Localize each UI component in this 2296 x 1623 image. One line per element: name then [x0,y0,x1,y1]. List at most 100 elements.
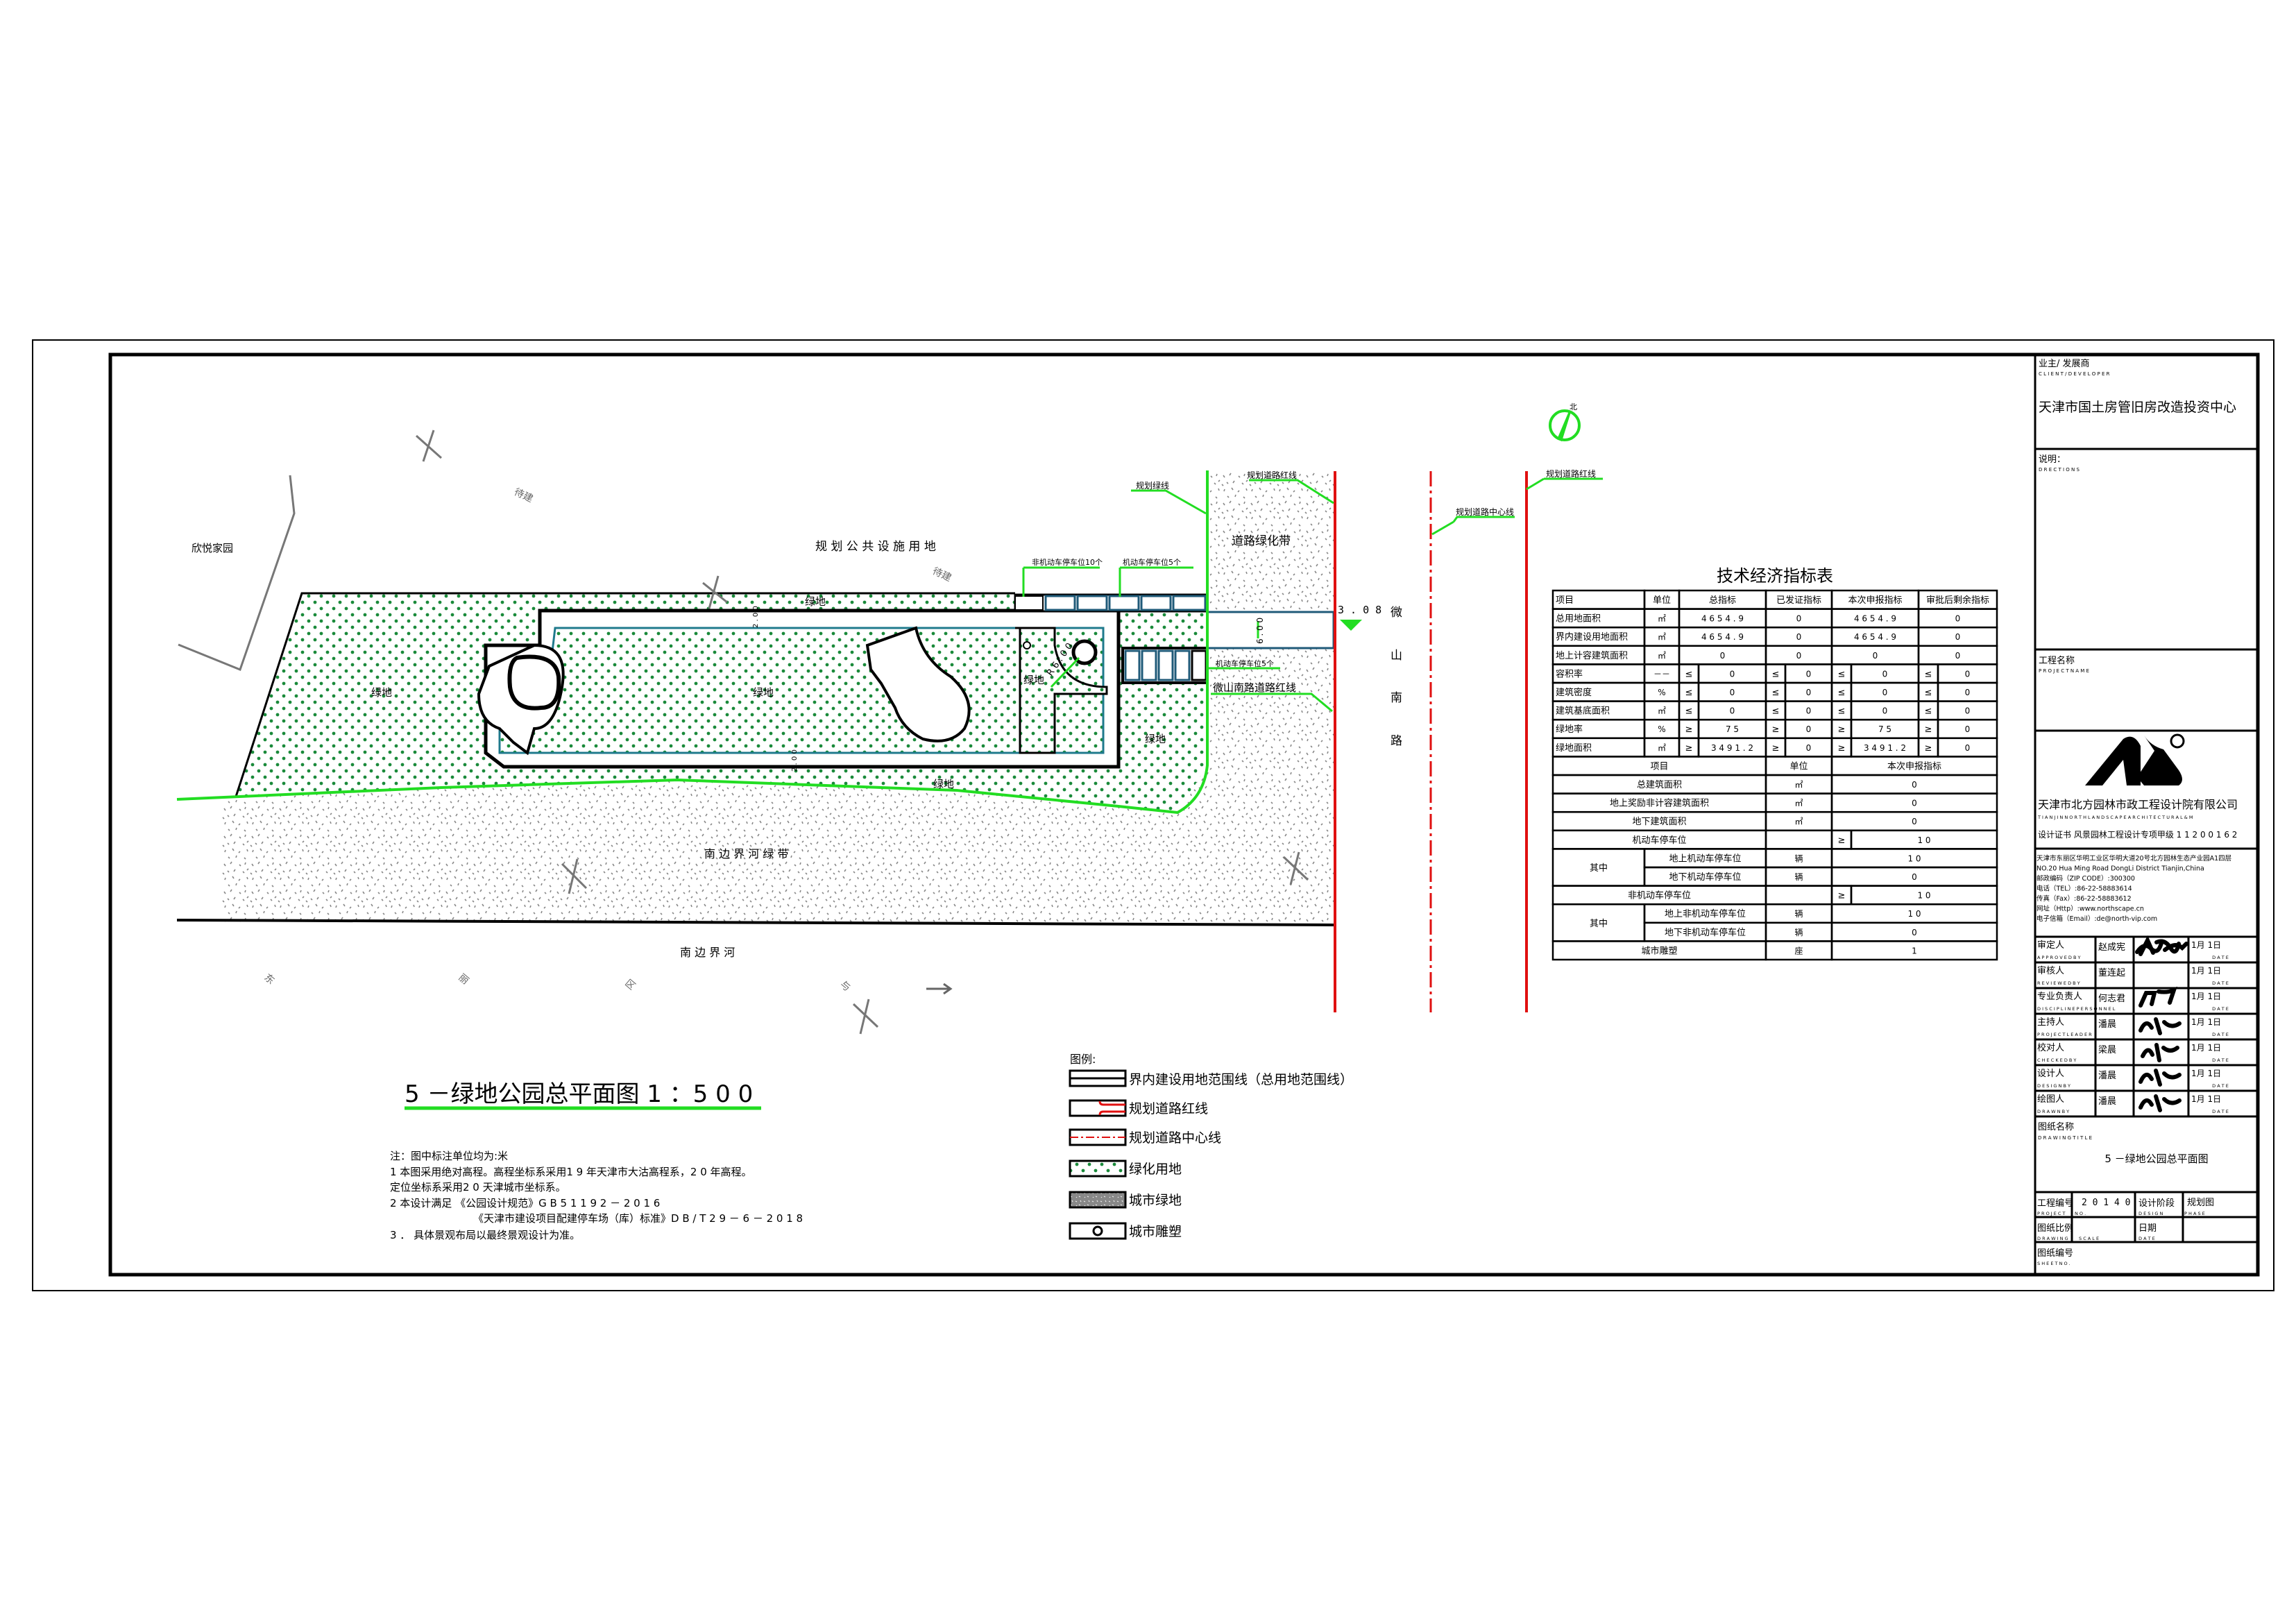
legend-label-center-line: 规划道路中心线 [1129,1130,1221,1146]
row-unit: ㎡ [1794,817,1803,826]
row-unit: 座 [1794,945,1803,955]
column-header: 总指标 [1709,595,1736,606]
row-value: 0 [1965,669,1971,679]
note-line: 3 ． 具体景观布局以最终景观设计为准。 [390,1229,580,1241]
row-operator: ≤ [1838,688,1846,698]
address-line: NO.20 Hua Ming Road DongLi District Tian… [2036,865,2204,873]
row-value: 0 [1912,872,1917,882]
label-road-name-2: 山 [1391,649,1402,663]
north-label: 北 [1570,402,1577,411]
signature-date-en: D A T E [2212,1032,2229,1037]
row-item: 界内建设用地面积 [1556,631,1628,643]
project-name-label: 工程名称 [2039,655,2075,666]
row-unit: ㎡ [1658,632,1666,642]
signature-name: 梁晨 [2098,1045,2116,1055]
directions-label: 说明： [2039,454,2066,465]
row-operator: ≤ [1925,706,1932,717]
signature-name: 赵成宪 [2098,942,2125,953]
note-line: 注：图中标注单位均为:米 [390,1150,508,1162]
drawing-title-label: 图纸名称 [2038,1121,2074,1132]
row-operator: ≥ [1772,724,1780,735]
signature-date: 1月 1日 [2191,992,2221,1001]
note-line: 定位坐标系采用2 0 天津城市坐标系。 [390,1181,566,1193]
row-group: 其中 [1590,863,1608,874]
title-block: 业主/ 发展商 C L I E N T / D E V E L O P E R … [2034,355,2258,1275]
plaza-east [865,626,971,742]
callout-red-line-2: 规划道路红线 [1546,468,1596,479]
label-district-1: 东 [262,972,276,987]
row-item: 机动车停车位 [1632,835,1686,846]
signature-date-en: D A T E [2212,980,2229,986]
row-value: 1 0 [1917,835,1930,845]
label-district-4: 与 [837,979,852,994]
callout-weishan-red-line: 微山南路道路红线 [1213,681,1296,694]
signature-date-en: D A T E [2212,1083,2229,1089]
row-value: 4 6 5 4 . 9 [1854,614,1896,624]
label-width-dim: 6 . 0 0 [1255,618,1265,644]
address-line: 天津市东丽区华明工业区华明大道20号北方园林生态产业园A1四层 [2036,854,2231,863]
row-operator: ≥ [1838,891,1846,901]
row-operator: ≤ [1685,669,1693,679]
legend-icon-boundary-line [1069,1069,1127,1087]
signature-role-en: P R O J E C T L E A D E R [2037,1032,2092,1037]
table-row: 机动车停车位≥1 0 [1551,829,1998,850]
row-item: 非机动车停车位 [1628,890,1691,901]
row-operator: ≤ [1838,706,1846,717]
plaza-corner [1015,627,1108,754]
column-header: 项目 [1556,595,1574,606]
row-value: 4 6 5 4 . 9 [1701,632,1744,642]
handwritten-signature [2141,1043,2179,1062]
row-operator: ≥ [1838,743,1846,754]
label-green-2: 绿地 [371,686,392,699]
drawing-title-value: 5 －绿地公园总平面图 [2104,1153,2208,1165]
row-item: 绿地率 [1556,724,1583,735]
table-header-row: 项目单位总指标已发证指标本次申报指标审批后剩余指标 [1551,589,1998,610]
signature-role-en: D I S C I P L I N E P E R S O N N E L [2037,1006,2116,1012]
address-line: 电话（TEL）:86-22-58883614 [2036,885,2132,893]
handwritten-signature [2138,1017,2182,1035]
row-value: 0 [1796,632,1802,642]
row-value: 1 [1912,946,1917,955]
project-name-label-en: P R O J E C T N A M E [2039,668,2089,674]
label-road-name-3: 南 [1391,691,1402,705]
row-value: 0 [1912,928,1917,937]
row-item: 城市雕塑 [1641,945,1677,956]
legend-label-sculpture: 城市雕塑 [1129,1224,1182,1239]
row-item: 总用地面积 [1556,614,1601,624]
inner-lawn [498,627,1105,754]
row-item: 地上机动车停车位 [1669,853,1741,864]
legend-label-green-land: 绿化用地 [1129,1162,1182,1177]
row-value: 0 [1955,651,1961,661]
signature-date: 1月 1日 [2191,1043,2221,1053]
project-no-label: 工程编号 [2037,1198,2073,1209]
radius-dimension [1050,656,1080,688]
row-item: 绿地面积 [1556,743,1592,754]
signature-date: 1月 1日 [2191,1094,2221,1104]
row-value: 0 [1912,799,1917,808]
row-value: 0 [1955,614,1961,624]
column-header: 单位 [1789,761,1808,772]
signature-date-en: D A T E [2212,1109,2229,1114]
row-value: 0 [1965,706,1971,716]
row-unit: 辆 [1794,872,1803,882]
signature-role: 设计人 [2037,1069,2064,1079]
row-operator: ≤ [1925,669,1932,679]
row-unit: 辆 [1794,853,1803,863]
table-row: 容积率－－≤0≤0≤0≤0 [1551,663,1998,684]
table-row: 城市雕塑 座 1 [1551,940,1998,961]
label-to-build-1: 待建 [512,486,534,504]
callout-center-line: 规划道路中心线 [1456,507,1514,517]
site-plan: 北 欣悦家园 规 划 公 共 设 施 用 地 待建 待建 绿地 绿地 绿地 绿地… [176,402,1603,1035]
label-river-belt: 南 边 界 河 绿 带 [704,847,788,860]
label-green-5: 绿地 [1145,733,1166,745]
label-green-3: 绿地 [753,686,774,699]
callout-car-parking-top: 机动车停车位5个 [1123,557,1181,567]
signature-role-en: R E V I E W E D B Y [2037,980,2080,986]
